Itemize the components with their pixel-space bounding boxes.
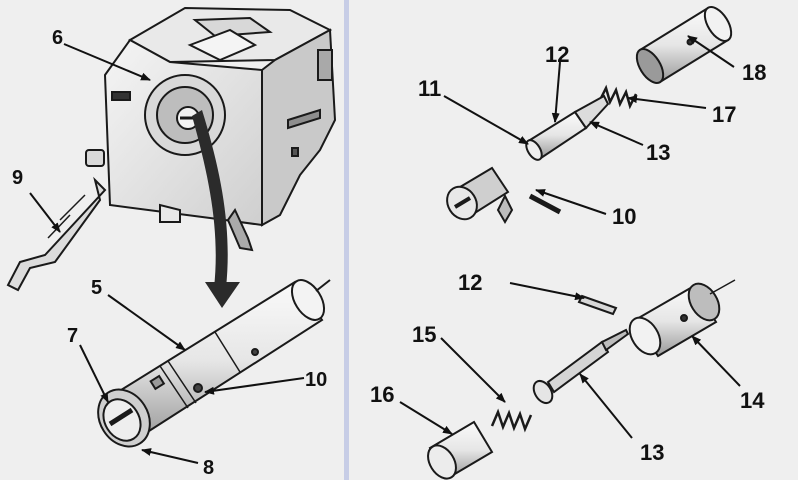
callout-11: 11 bbox=[418, 76, 441, 101]
callout-13-top: 13 bbox=[646, 140, 670, 165]
cap-16 bbox=[427, 420, 494, 480]
rod-13 bbox=[532, 328, 630, 405]
spring-17 bbox=[598, 84, 638, 110]
callout-10-left: 10 bbox=[305, 369, 327, 391]
callout-14: 14 bbox=[740, 388, 765, 413]
sleeve-18 bbox=[635, 6, 733, 84]
knob-assembly bbox=[446, 166, 562, 224]
callout-18: 18 bbox=[742, 60, 766, 85]
callout-5: 5 bbox=[91, 277, 102, 299]
spring-15 bbox=[490, 408, 533, 433]
callout-7: 7 bbox=[67, 325, 78, 347]
sleeve-14 bbox=[628, 279, 736, 358]
callout-17: 17 bbox=[712, 102, 736, 127]
leader-lines bbox=[29, 35, 741, 464]
cartridge-cylinder bbox=[97, 279, 331, 448]
column-divider bbox=[344, 0, 349, 480]
callout-15: 15 bbox=[412, 322, 436, 347]
plunger-12 bbox=[525, 94, 610, 161]
removal-arrowhead bbox=[205, 282, 240, 308]
callout-10-right: 10 bbox=[612, 204, 636, 229]
callout-16: 16 bbox=[370, 382, 394, 407]
callout-9: 9 bbox=[12, 167, 23, 189]
callout-12-top: 12 bbox=[545, 42, 569, 67]
callout-8: 8 bbox=[203, 457, 214, 479]
housing-assembly bbox=[85, 6, 337, 252]
lever-arm bbox=[6, 176, 107, 292]
callout-6: 6 bbox=[52, 27, 63, 49]
callout-13-bottom: 13 bbox=[640, 440, 664, 465]
pin-12 bbox=[577, 294, 618, 316]
callout-12-bottom: 12 bbox=[458, 270, 482, 295]
removal-path-arrow bbox=[192, 110, 228, 288]
callout-labels: 6 9 5 7 8 10 11 12 18 17 13 10 12 15 16 … bbox=[12, 27, 766, 479]
